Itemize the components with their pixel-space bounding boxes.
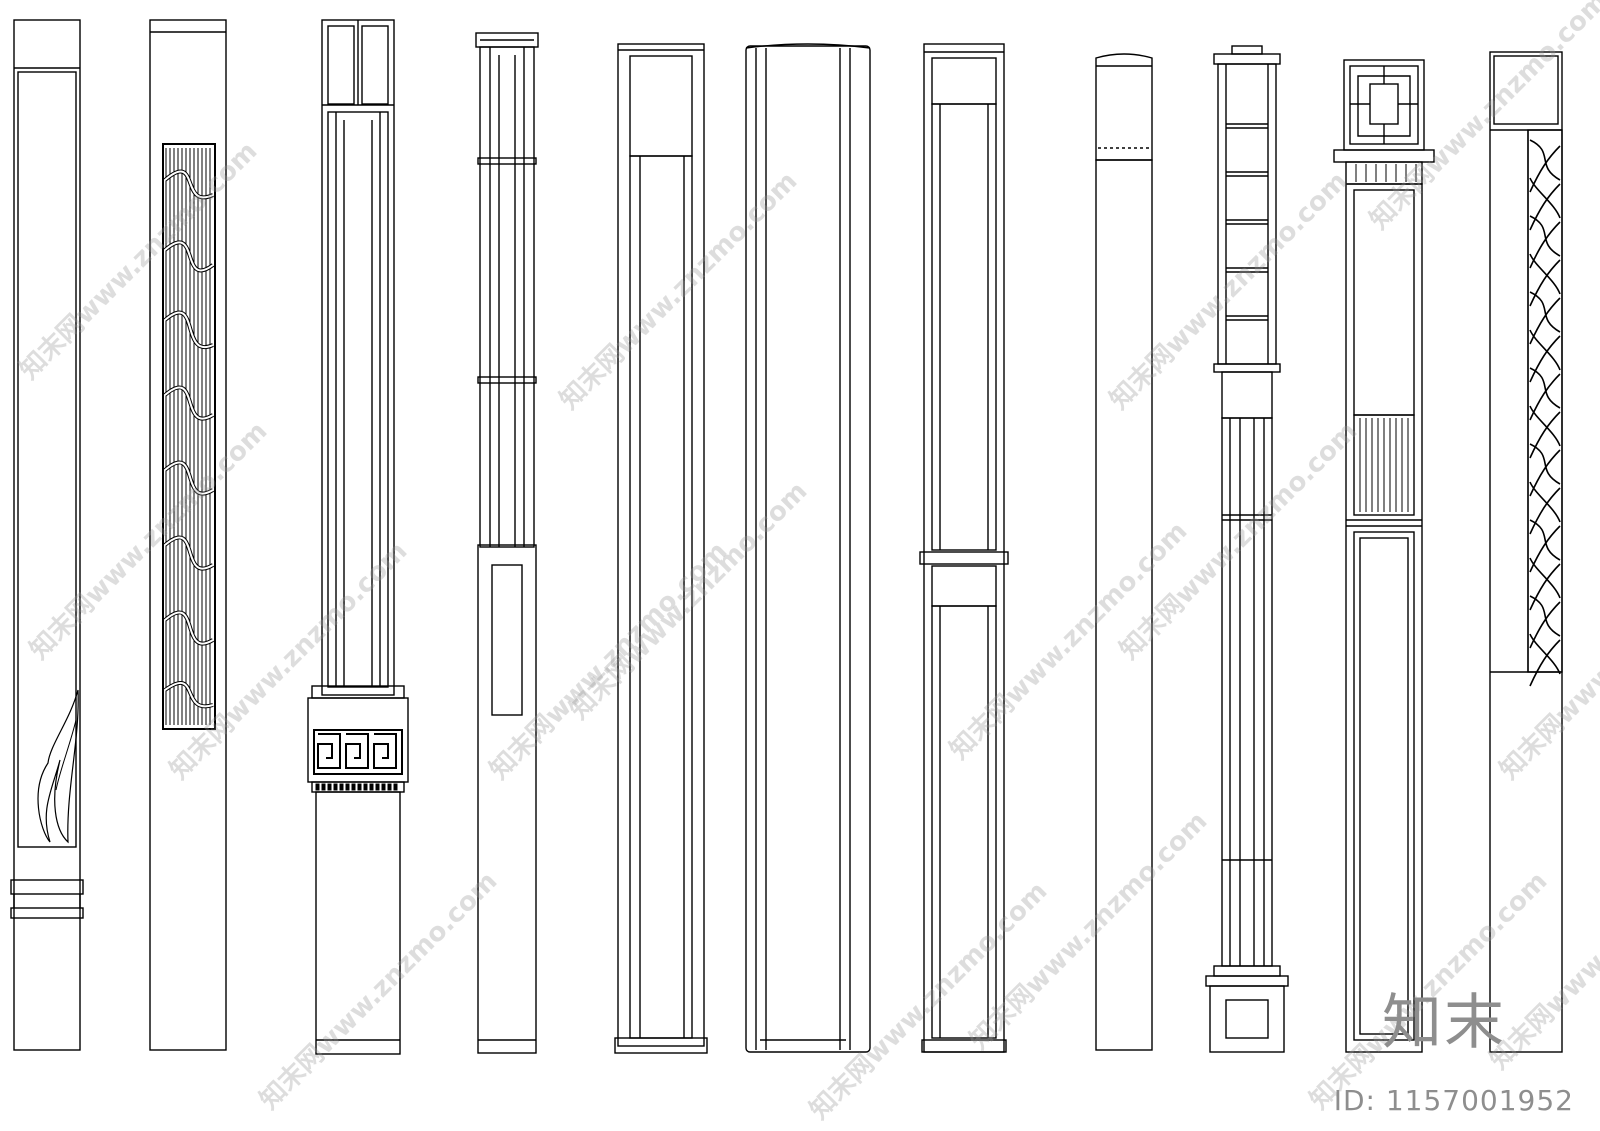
brand-logo: 知末 (1382, 988, 1506, 1058)
post-branch-pattern (1489, 51, 1563, 1053)
post-flame-motif (10, 19, 84, 1051)
post-round-cap (1095, 53, 1153, 1051)
post-double-panel (919, 43, 1009, 1053)
post-cylinder (745, 43, 871, 1053)
post-slim-segmented (475, 32, 539, 1054)
post-fret-band (307, 19, 409, 1055)
post-ladder-lantern (1205, 45, 1289, 1053)
post-lattice-head (1333, 59, 1435, 1053)
post-wave-panel (149, 19, 227, 1051)
post-plain-panel (614, 43, 708, 1054)
image-id-label: ID: 1157001952 (1333, 1084, 1574, 1117)
